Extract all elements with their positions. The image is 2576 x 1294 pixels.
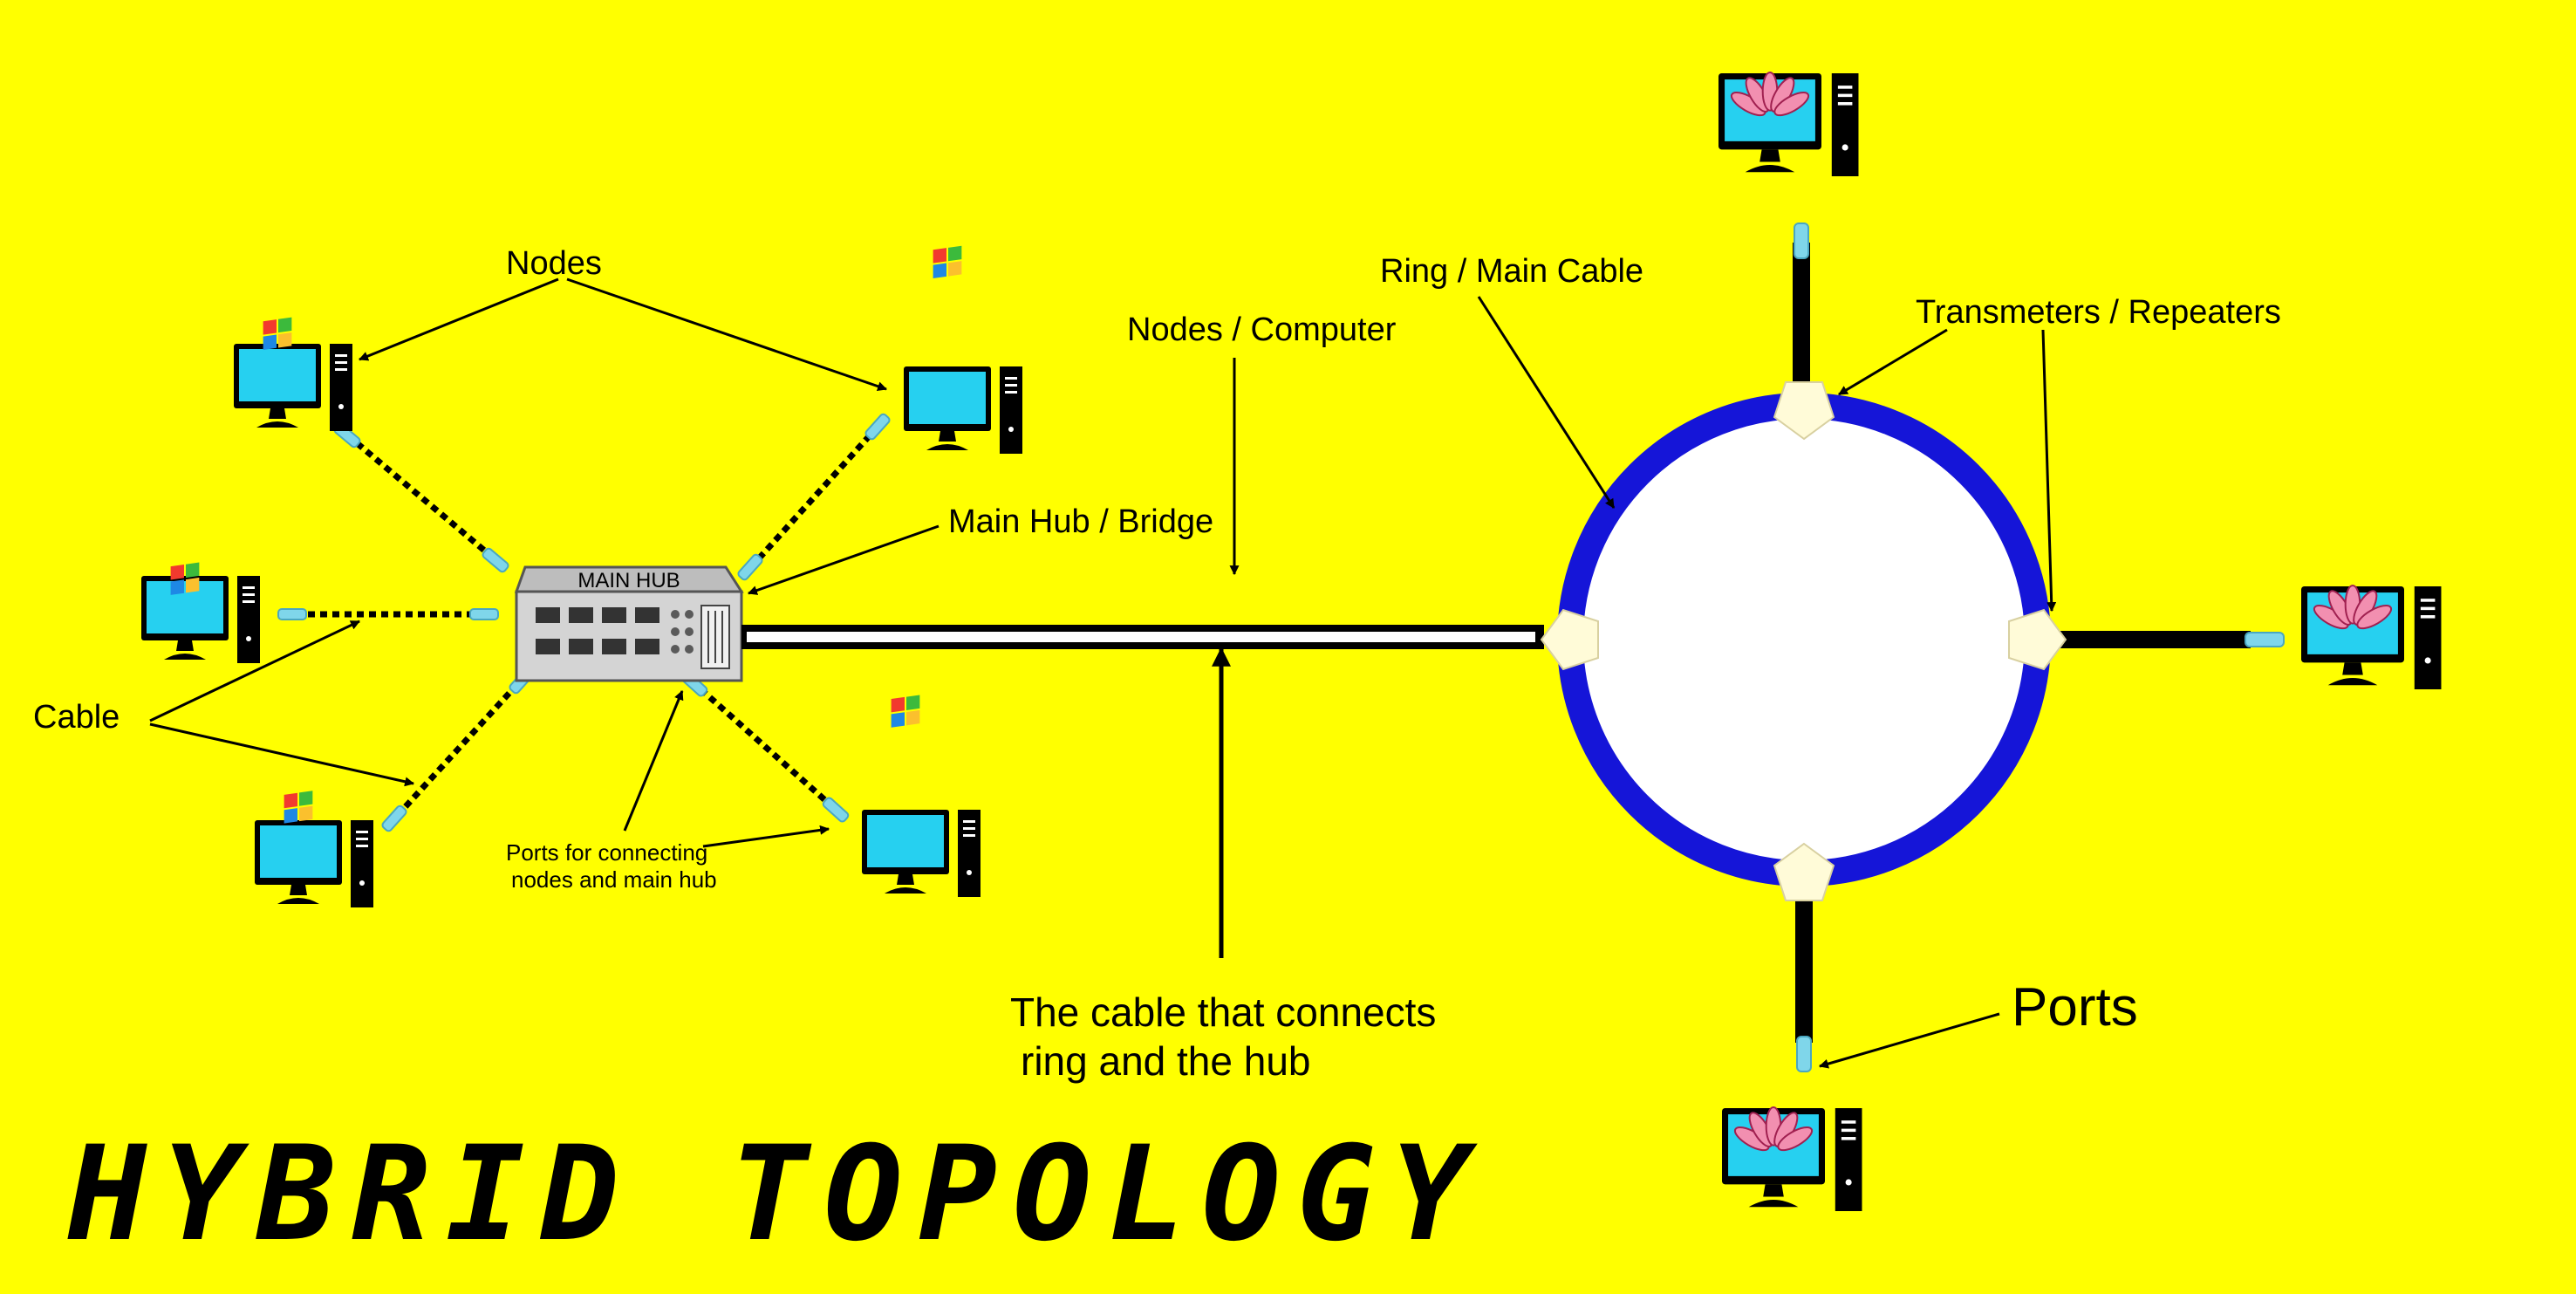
arrow-cable-upper [149,620,360,722]
label-ports-hub-2: nodes and main hub [511,866,717,893]
arrow-ports-ring [1818,1012,2000,1069]
port-connector [864,413,891,441]
label-main-hub-bridge: Main Hub / Bridge [948,503,1213,540]
port-connector [381,804,407,832]
port-connector [469,608,499,620]
computer-node [1722,1106,1862,1211]
repeater-top [1773,381,1835,441]
arrow-ports-hub [623,689,684,832]
screen [239,349,316,401]
arrow-nodes-left [358,277,559,361]
computer-node [234,317,352,431]
port-connector [1796,1036,1812,1072]
label-connector-2: ring and the hub [1021,1038,1311,1084]
label-ports-hub-1: Ports for connecting [506,839,707,866]
arrow-cable-lower [149,722,415,787]
tower [237,576,260,663]
computers [141,71,2442,1211]
repeater-right [2008,608,2067,671]
port-connector [482,547,509,573]
arrow-repeater-top [1838,328,1948,396]
star-cables [284,414,889,827]
label-cable: Cable [33,699,120,736]
windows-logo-icon [284,791,313,824]
annotation-arrows [149,277,2057,1069]
flower-logo-icon [2313,584,2393,630]
repeater-bottom [1773,842,1835,901]
arrow-nodes-right [566,277,888,391]
label-nodes: Nodes [506,245,602,282]
cable-top-left [336,425,507,570]
arrow-ring-cable [1477,296,1616,509]
label-ring-main-cable: Ring / Main Cable [1380,253,1643,290]
tower [1835,1108,1862,1211]
port-connector [822,797,850,823]
port-connector [1794,223,1809,259]
arrow-ports-node [702,825,830,848]
screen [909,372,986,424]
computer-node [862,695,981,897]
main-hub: MAIN HUB [514,565,744,682]
cable-bottom-right [687,676,845,818]
tower [1831,73,1859,176]
windows-logo-icon [263,317,292,350]
windows-logo-icon [933,245,962,279]
port-connector [2245,632,2285,647]
computer-node [141,562,260,663]
tower [330,344,352,431]
computer-node [904,245,1022,454]
ring-ports [1794,223,2285,1072]
arrow-repeater-right [2041,329,2057,613]
port-connector [277,608,307,620]
computer-node [2301,584,2442,689]
port-connector [737,553,763,581]
windows-logo-icon [170,562,200,595]
repeaters [1540,381,2067,901]
ring-spokes [1793,243,2251,1043]
label-connector-1: The cable that connects [1010,989,1436,1035]
star-ports [277,413,891,832]
flower-logo-icon [1733,1106,1814,1152]
tower [2414,586,2442,689]
tower [1000,366,1022,454]
computer-node [1718,71,1859,176]
tower [958,810,981,897]
screen [260,825,337,878]
label-transmitters: Transmeters / Repeaters [1916,294,2281,331]
computer-node [255,791,373,907]
diagram-title: HYBRID TOPOLOGY [67,1119,1486,1270]
label-ports: Ports [2012,977,2138,1037]
hub-ring-connector-cable [741,625,1544,649]
screen [867,815,944,867]
ring-main-cable [1557,393,2051,887]
flower-logo-icon [1730,71,1810,117]
label-nodes-computer: Nodes / Computer [1127,312,1397,348]
repeater-left [1540,608,1599,671]
hub-label: MAIN HUB [577,569,680,592]
cable-bottom-left [386,669,531,827]
windows-logo-icon [891,695,920,728]
arrow-main-hub [747,524,940,595]
screen [147,581,223,633]
tower [351,820,373,907]
